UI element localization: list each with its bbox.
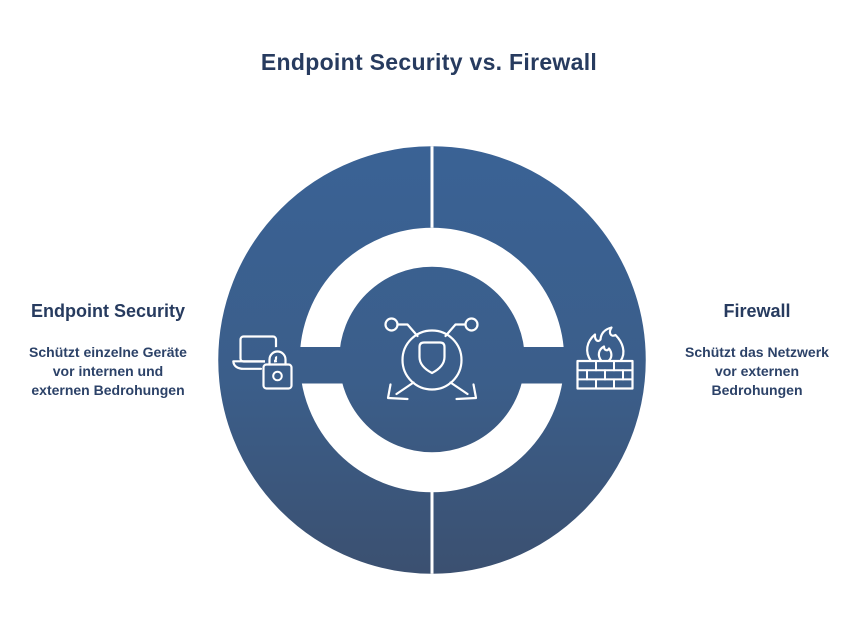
hub-circle xyxy=(401,329,463,391)
brick-joints xyxy=(586,360,624,390)
outer-ring xyxy=(215,143,649,577)
description-line: vor externen xyxy=(714,363,800,379)
description-line: vor internen und xyxy=(52,363,164,379)
arrow-head-left xyxy=(386,383,409,401)
left-connector-bar xyxy=(296,347,353,384)
right-connector-bar xyxy=(511,347,568,384)
left-panel-heading: Endpoint Security xyxy=(30,301,185,321)
description-line: Bedrohungen xyxy=(711,382,803,398)
arrow-shaft-left xyxy=(395,381,415,396)
description-line: Schützt das Netzwerk xyxy=(685,344,829,360)
lock-keyhole xyxy=(272,370,283,382)
lock-shackle xyxy=(268,350,287,366)
shield-glyph xyxy=(418,341,446,375)
left-panel-description: Schützt einzelne Geräte vor internen und… xyxy=(10,343,206,400)
right-panel: Firewall Schützt das Netzwerk vor extern… xyxy=(659,300,855,400)
laptop-base xyxy=(232,360,278,370)
shield-network-icon xyxy=(384,317,479,401)
node-link-right xyxy=(444,323,467,338)
flame-outer xyxy=(586,326,625,363)
description-line: Schützt einzelne Geräte xyxy=(29,344,187,360)
flame-inner xyxy=(597,345,613,363)
right-panel-description: Schützt das Netzwerk vor externen Bedroh… xyxy=(659,343,855,400)
arrow-shaft-right xyxy=(449,381,469,396)
page-title: Endpoint Security vs. Firewall xyxy=(260,49,598,75)
right-panel-heading: Firewall xyxy=(723,301,791,321)
description-line: externen Bedrohungen xyxy=(31,382,185,398)
node-link-left xyxy=(396,323,419,338)
laptop-lock-icon xyxy=(232,335,293,390)
firewall-icon xyxy=(576,326,634,390)
arrow-head-right xyxy=(455,383,478,401)
lock-body xyxy=(262,363,293,390)
inner-circle xyxy=(336,264,528,455)
left-panel: Endpoint Security Schützt einzelne Gerät… xyxy=(10,300,206,400)
